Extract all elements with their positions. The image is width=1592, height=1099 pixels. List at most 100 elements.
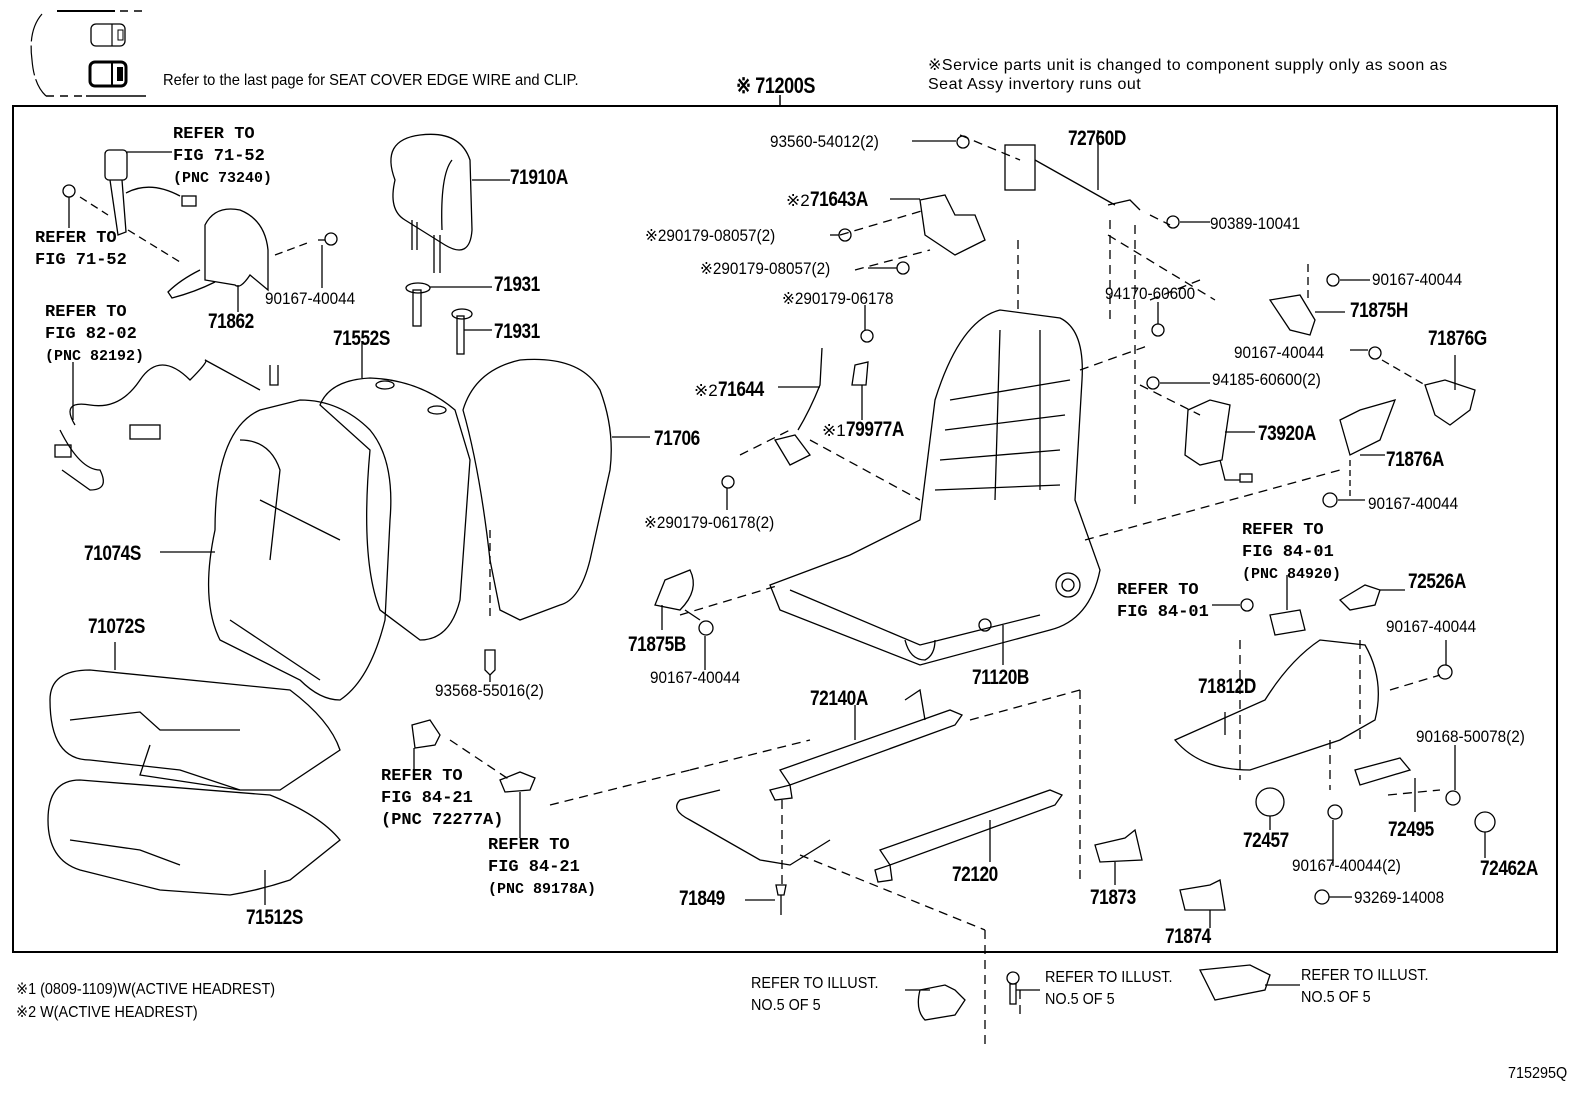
part-90179-06178-2[interactable]: ※290179-06178(2) (644, 513, 774, 533)
part-label-90168-50078[interactable]: 90168-50078(2) (1416, 727, 1525, 746)
reference-line: REFER TO (173, 125, 255, 144)
part-90179-08057-a[interactable]: ※290179-08057(2) (645, 226, 775, 246)
part-label-90179-06178-2: 90179-06178(2) (665, 513, 775, 532)
reference-illustrations-drawing (905, 964, 1300, 1021)
part-label-71849[interactable]: 71849 (679, 887, 725, 910)
seatback-board-drawing (319, 342, 471, 641)
part-label-90179-08057-b: 90179-08057(2) (721, 259, 831, 278)
part-label-71072S[interactable]: 71072S (88, 615, 145, 638)
part-label-90167-40044-c[interactable]: 90167-40044 (1234, 343, 1325, 362)
part-label-72120[interactable]: 72120 (952, 863, 998, 886)
footnote-mark: ※1 (822, 421, 846, 440)
seat-track-right-drawing (874, 789, 1063, 883)
part-label-71875H[interactable]: 71875H (1350, 299, 1408, 322)
part-label-71876G[interactable]: 71876G (1428, 327, 1487, 350)
part-label-72462A[interactable]: 72462A (1480, 857, 1538, 880)
reference-line: FIG 84-21 (381, 789, 473, 808)
footnote-mark: ※2 (700, 259, 722, 278)
reference-pnc: (PNC 73240) (173, 170, 273, 187)
cushion-cover-drawing (49, 642, 341, 791)
part-label-71876A[interactable]: 71876A (1386, 448, 1444, 471)
part-79977A[interactable]: ※179977A (822, 418, 916, 442)
reference-line: REFER TO (35, 229, 117, 248)
part-label-94170-60600[interactable]: 94170-60600 (1105, 284, 1196, 303)
part-label-71873[interactable]: 71873 (1090, 886, 1136, 909)
footnote-1: ※1 (0809-1109)W(ACTIVE HEADREST) (16, 981, 276, 998)
part-label-71512S[interactable]: 71512S (246, 906, 303, 929)
reference-fig84-01-switch[interactable]: REFER TO FIG 84-01 (PNC 84920) (1242, 520, 1341, 586)
part-label-73920A[interactable]: 73920A (1258, 422, 1316, 445)
part-label-71812D[interactable]: 71812D (1198, 675, 1256, 698)
reference-fig84-01-screw[interactable]: REFER TO FIG 84-01 (1117, 580, 1209, 624)
seat-indicator-bold-icon (88, 60, 128, 88)
part-label-90167-40044-a[interactable]: 90167-40044 (265, 289, 356, 308)
footnote-mark: ※2 (645, 226, 667, 245)
part-label-90167-40044-b[interactable]: 90167-40044 (1372, 270, 1463, 289)
active-headrest-bracket-drawing (830, 194, 986, 275)
part-label-90389-10041[interactable]: 90389-10041 (1210, 214, 1301, 233)
part-90179-06178[interactable]: ※290179-06178 (782, 289, 894, 309)
part-label-93269-14008[interactable]: 93269-14008 (1354, 888, 1445, 907)
part-label-71931-lower[interactable]: 71931 (494, 320, 540, 343)
seat-frame-drawing (769, 309, 1101, 666)
belt-guide-drawing (167, 208, 338, 312)
reference-pnc: (PNC 72277A) (381, 811, 504, 830)
reference-wire-harness[interactable]: REFER TO FIG 82-02 (PNC 82192) (45, 302, 144, 368)
part-90179-08057-b[interactable]: ※290179-08057(2) (700, 259, 830, 279)
part-label-72457[interactable]: 72457 (1243, 829, 1289, 852)
part-label-71552S[interactable]: 71552S (333, 327, 390, 350)
part-label-71931-upper[interactable]: 71931 (494, 273, 540, 296)
part-label-93560-54012[interactable]: 93560-54012(2) (770, 132, 879, 151)
connector-clips-drawing (411, 719, 536, 838)
part-label-71120B[interactable]: 71120B (972, 666, 1029, 689)
part-label-72526A[interactable]: 72526A (1408, 570, 1466, 593)
part-71643A[interactable]: ※271643A (786, 188, 880, 212)
seatback-cover-drawing (160, 399, 392, 701)
part-label-72760D[interactable]: 72760D (1068, 127, 1126, 150)
reference-line: REFER TO ILLUST. (1045, 969, 1173, 986)
part-label-90167-40044-e[interactable]: 90167-40044 (650, 668, 741, 687)
seat-indicator-thin-icon (90, 23, 126, 47)
part-label-93568-55016[interactable]: 93568-55016(2) (435, 681, 544, 700)
part-label-71874[interactable]: 71874 (1165, 925, 1211, 948)
part-label-90179-08057-a: 90179-08057(2) (666, 226, 776, 245)
service-note-line1: ※Service parts unit is changed to compon… (928, 57, 1448, 74)
part-label-71875B[interactable]: 71875B (628, 633, 686, 656)
reference-line: NO.5 OF 5 (1301, 989, 1371, 1006)
part-71644[interactable]: ※271644 (694, 378, 774, 402)
figure-id: 715295Q (1508, 1065, 1568, 1082)
part-label-71074S[interactable]: 71074S (84, 542, 141, 565)
reference-line: REFER TO (1242, 521, 1324, 540)
reference-line: FIG 84-21 (488, 858, 580, 877)
reference-line: REFER TO (488, 836, 570, 855)
reference-illust-a[interactable]: REFER TO ILLUST. NO.5 OF 5 (751, 973, 879, 1017)
part-label-71910A[interactable]: 71910A (510, 166, 568, 189)
footnote-mark: ※2 (782, 289, 804, 308)
reference-seatbelt[interactable]: REFER TO FIG 71-52 (PNC 73240) (173, 124, 272, 190)
side-airbag-drawing (1184, 399, 1255, 483)
headrest-drawing (390, 133, 510, 273)
reference-line: REFER TO ILLUST. (1301, 967, 1429, 984)
part-label-72140A[interactable]: 72140A (810, 687, 868, 710)
part-label-90167-40044-f[interactable]: 90167-40044 (1386, 617, 1477, 636)
recliner-covers-drawing (1268, 264, 1476, 508)
headrest-actuator-drawing (1004, 130, 1210, 229)
reference-fig84-21-a[interactable]: REFER TO FIG 84-21 (PNC 72277A) (381, 766, 503, 832)
reference-line: NO.5 OF 5 (751, 997, 821, 1014)
reference-fig84-21-b[interactable]: REFER TO FIG 84-21 (PNC 89178A) (488, 835, 596, 901)
part-label-72495[interactable]: 72495 (1388, 818, 1434, 841)
reference-illust-b[interactable]: REFER TO ILLUST. NO.5 OF 5 (1045, 967, 1173, 1011)
assembly-part-number[interactable]: ※ 71200S (736, 73, 816, 98)
part-label-90179-06178: 90179-06178 (803, 289, 894, 308)
part-label-71706[interactable]: 71706 (654, 427, 700, 450)
part-label-94185-60600[interactable]: 94185-60600(2) (1212, 370, 1321, 389)
part-label-90167-40044-2[interactable]: 90167-40044(2) (1292, 856, 1401, 875)
reference-seatbelt-nut[interactable]: REFER TO FIG 71-52 (35, 228, 127, 272)
part-label-71862[interactable]: 71862 (208, 310, 254, 333)
reference-illust-c[interactable]: REFER TO ILLUST. NO.5 OF 5 (1301, 965, 1429, 1009)
seat-track-left-drawing (769, 688, 963, 801)
recliner-cover-b-drawing (654, 569, 714, 670)
part-label-90167-40044-d[interactable]: 90167-40044 (1368, 494, 1459, 513)
reference-line: FIG 71-52 (35, 251, 127, 270)
